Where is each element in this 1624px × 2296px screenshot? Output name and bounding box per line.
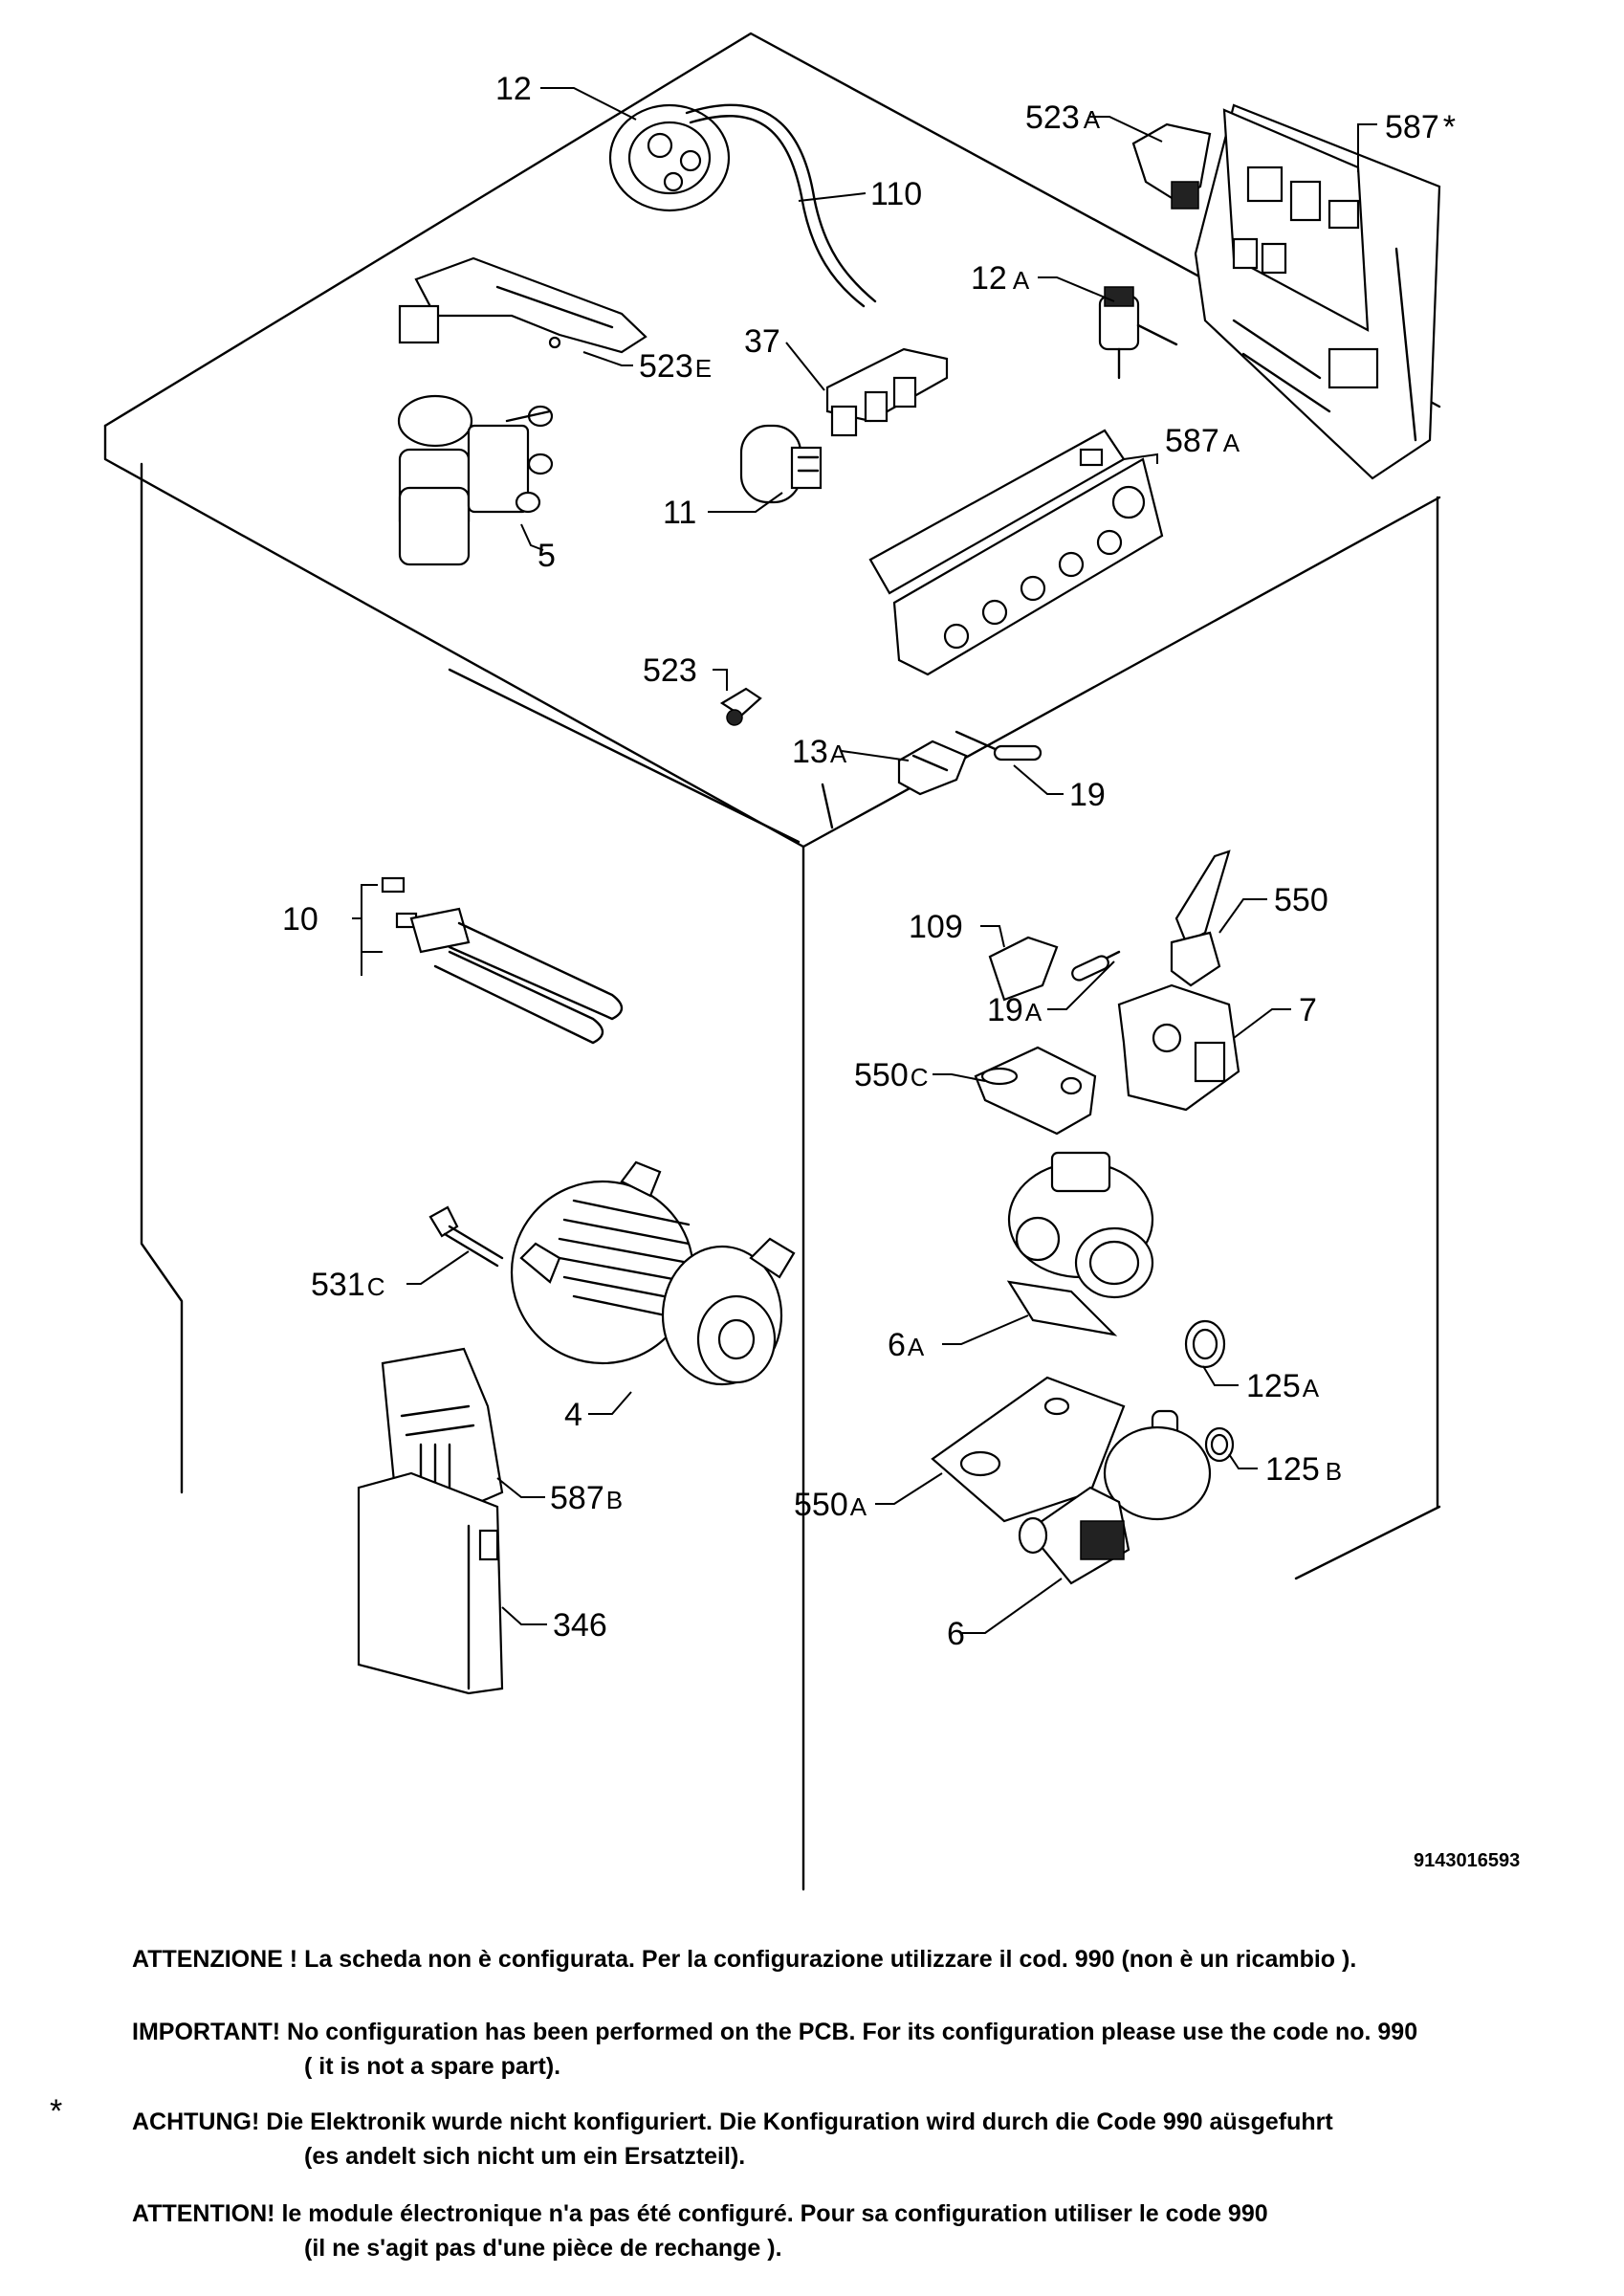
part-label: 5 xyxy=(538,538,556,574)
part-heating-element xyxy=(381,876,624,1045)
part-19a xyxy=(1071,950,1121,982)
part-label: 109 xyxy=(909,909,963,945)
part-label: 550C xyxy=(854,1057,929,1093)
part-solenoid-valve xyxy=(397,394,554,566)
part-label: 13A xyxy=(792,734,847,770)
part-label: 12 xyxy=(495,71,532,107)
note-german: ACHTUNG! Die Elektronik wurde nicht konf… xyxy=(132,2105,1333,2174)
part-door-interlock xyxy=(1117,983,1240,1112)
asterisk-marker: * xyxy=(50,2093,63,2130)
part-bracket-plate xyxy=(398,256,647,354)
part-label: 125A xyxy=(1246,1368,1320,1404)
part-label: 4 xyxy=(564,1397,582,1433)
part-109 xyxy=(988,936,1059,1002)
part-control-pcb xyxy=(868,429,1164,676)
part-motor xyxy=(510,1160,796,1386)
note-french-line2: (il ne s'agit pas d'une pièce de rechang… xyxy=(304,2235,782,2262)
part-label: 346 xyxy=(553,1607,607,1644)
note-french-line1: ATTENTION! le module électronique n'a pa… xyxy=(132,2200,1268,2227)
part-pump-cover xyxy=(931,1376,1126,1523)
part-label: 550A xyxy=(794,1487,867,1523)
part-drawer-label xyxy=(381,1347,504,1513)
note-italian: ATTENZIONE ! La scheda non è configurata… xyxy=(132,1942,1356,1976)
part-label: 587* xyxy=(1385,109,1456,145)
part-label: 587B xyxy=(550,1480,623,1516)
part-label: 37 xyxy=(744,323,780,360)
part-small-clip xyxy=(719,687,762,726)
note-english: IMPORTANT! No configuration has been per… xyxy=(132,2015,1417,2084)
part-label: 11 xyxy=(663,495,696,531)
part-sensor-probe xyxy=(955,730,1042,762)
part-terminal-block xyxy=(825,347,949,437)
part-label: 531C xyxy=(311,1267,385,1303)
part-seal-125a xyxy=(1184,1319,1226,1369)
part-detergent-drawer xyxy=(357,1471,504,1695)
part-capacitor xyxy=(739,424,823,504)
part-label: 523 xyxy=(643,652,697,689)
part-electronic-board xyxy=(1194,103,1441,480)
note-english-line1: IMPORTANT! No configuration has been per… xyxy=(132,2019,1418,2045)
part-label: 550 xyxy=(1274,882,1328,918)
note-german-line1: ACHTUNG! Die Elektronik wurde nicht konf… xyxy=(132,2108,1333,2135)
part-label: 110 xyxy=(870,176,922,212)
note-german-line2: (es andelt sich nicht um ein Ersatzteil)… xyxy=(304,2143,746,2170)
part-cover-550c xyxy=(974,1046,1097,1136)
part-label: 6A xyxy=(888,1327,925,1363)
part-door-lock-lever xyxy=(1170,850,1231,987)
part-label: 19A xyxy=(987,992,1042,1028)
drawing-code: 9143016593 xyxy=(1414,1850,1521,1871)
part-label: 523E xyxy=(639,348,712,385)
part-clip xyxy=(1131,122,1212,210)
part-pump-housing xyxy=(1006,1151,1154,1336)
part-connector xyxy=(897,740,968,796)
part-bolt xyxy=(428,1205,504,1268)
note-french: ATTENTION! le module électronique n'a pa… xyxy=(132,2197,1268,2265)
part-label: 19 xyxy=(1069,777,1106,813)
part-label: 6 xyxy=(947,1616,965,1652)
note-italian-line1: ATTENZIONE ! La scheda non è configurata… xyxy=(132,1946,1357,1973)
part-pressure-switch xyxy=(608,103,877,308)
part-label: 7 xyxy=(1299,992,1317,1028)
part-label: 10 xyxy=(282,901,318,938)
part-drain-pump xyxy=(1018,1409,1212,1585)
part-seal-125b xyxy=(1204,1426,1235,1463)
note-english-line2: ( it is not a spare part). xyxy=(304,2053,561,2080)
leader-lines xyxy=(352,87,1377,1634)
